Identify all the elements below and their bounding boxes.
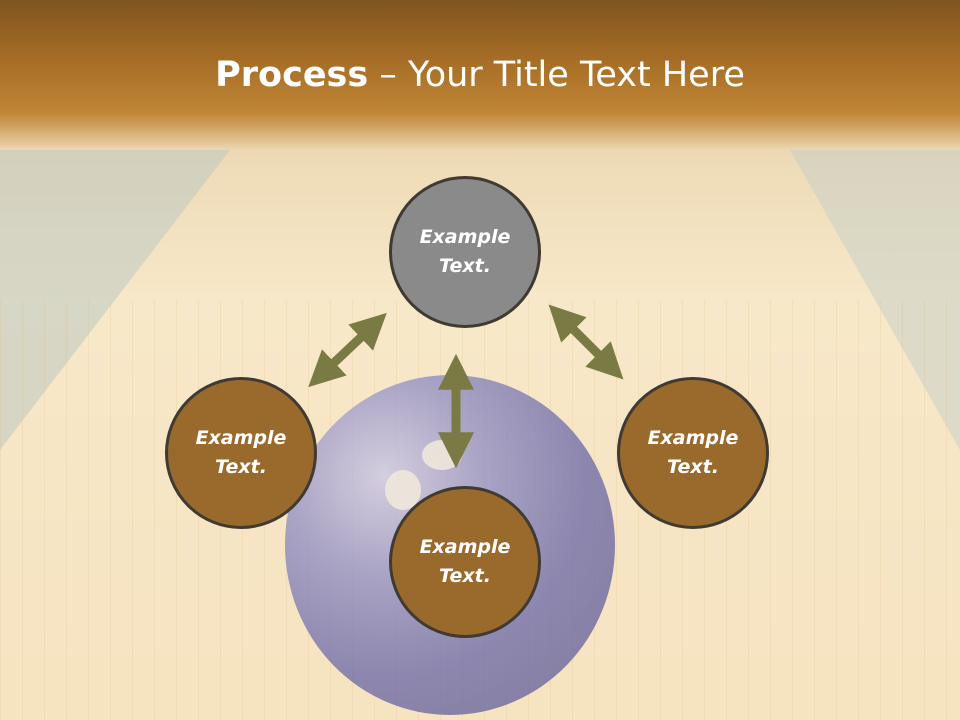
- node-right: Example Text.: [617, 377, 769, 529]
- title-bold: Process: [215, 55, 369, 95]
- node-top: Example Text.: [389, 176, 541, 328]
- node-bottom: Example Text.: [389, 486, 541, 638]
- node-top-label: Example Text.: [419, 226, 511, 277]
- title-rest: – Your Title Text Here: [368, 55, 745, 95]
- title-band: [0, 0, 960, 150]
- arrow-top-left: [308, 312, 387, 388]
- node-bottom-label: Example Text.: [419, 536, 511, 587]
- node-left-label: Example Text.: [195, 427, 287, 478]
- node-left: Example Text.: [165, 377, 317, 529]
- lane-gutter-right: [790, 150, 960, 450]
- slide-title: Process – Your Title Text Here: [0, 52, 960, 98]
- arrow-top-right: [548, 304, 624, 380]
- node-right-label: Example Text.: [647, 427, 739, 478]
